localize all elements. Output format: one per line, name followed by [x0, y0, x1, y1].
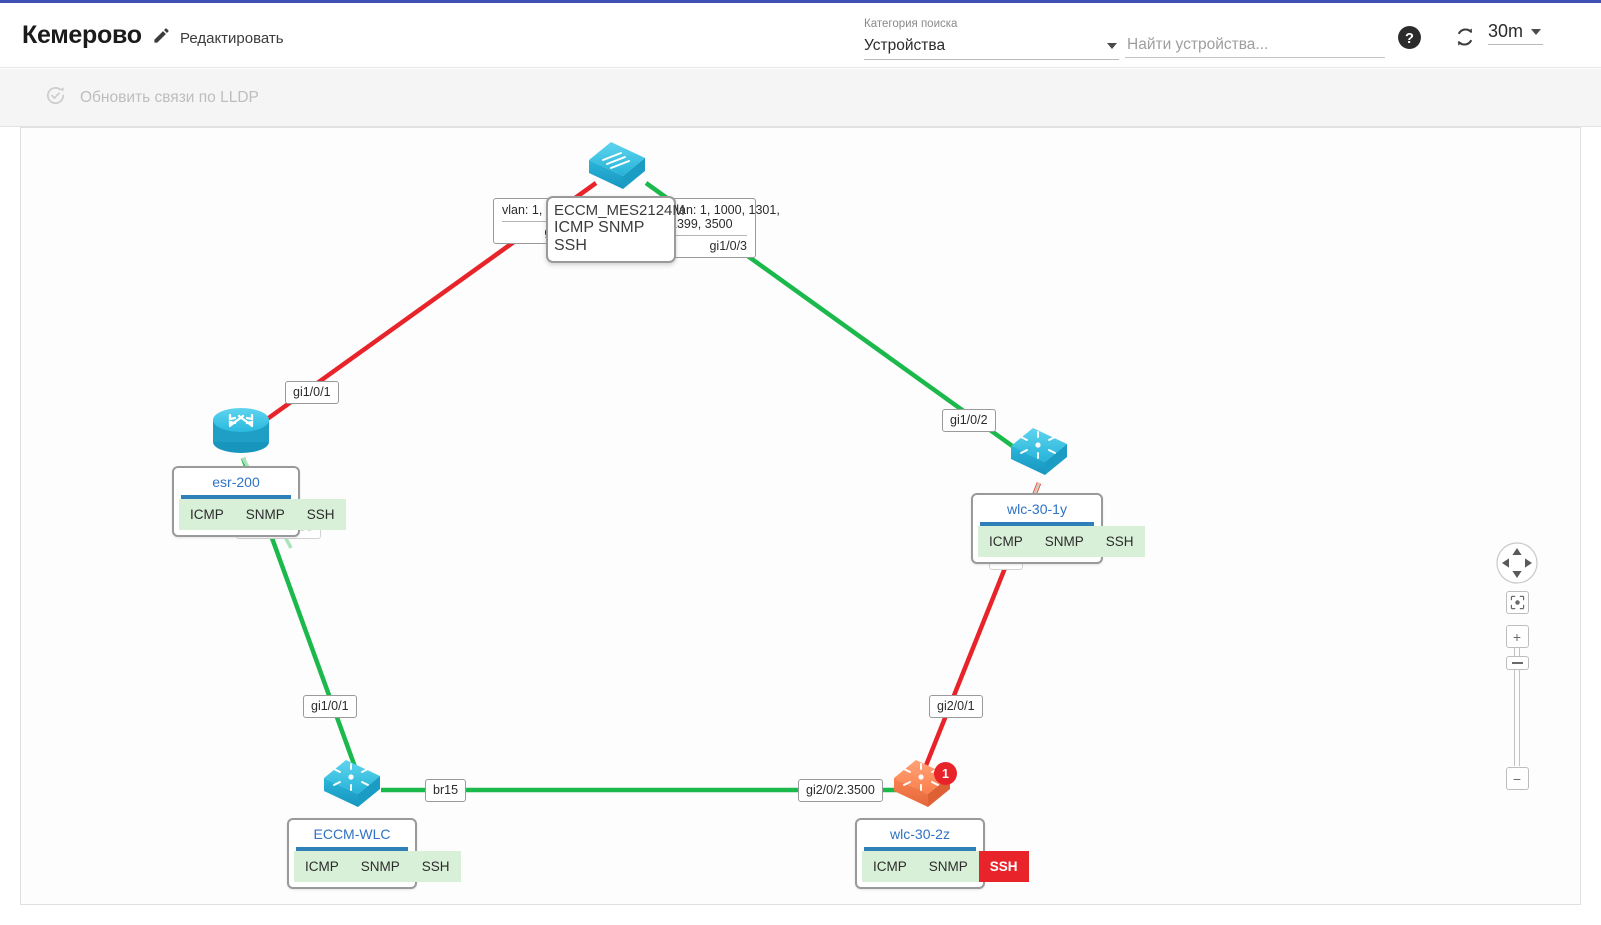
device-status-chips: ICMP SNMP SSH: [294, 851, 461, 882]
chevron-down-icon: [1107, 43, 1117, 49]
lldp-label: Обновить связи по LLDP: [80, 88, 259, 106]
card-divider: [296, 847, 408, 851]
zoom-in-button[interactable]: +: [1505, 625, 1529, 648]
status-chip-ssh[interactable]: SSH: [1094, 526, 1145, 557]
status-chip-icmp[interactable]: ICMP: [862, 851, 918, 882]
node-icon-wlc-30-1y: [1011, 428, 1067, 475]
topology-canvas[interactable]: vlan: 1, 100 gi1/0/1 vlan: 1, 1000, 1301…: [20, 127, 1581, 905]
fit-to-screen-icon[interactable]: [1505, 591, 1529, 614]
refresh-interval-select[interactable]: 30m: [1488, 21, 1544, 45]
help-circle-icon[interactable]: ?: [1397, 25, 1422, 50]
search-field[interactable]: [1125, 33, 1385, 58]
edge-label-wlc1y-uplink[interactable]: gi1/0/2: [942, 409, 996, 432]
zoom-slider-handle[interactable]: [1505, 656, 1529, 670]
device-name: wlc-30-1y: [1007, 501, 1067, 517]
device-card-eccm-mes2124m[interactable]: ECCM_MES2124M ICMP SNMP SSH: [546, 196, 685, 263]
device-status-chips: ICMP SNMP SSH: [179, 499, 346, 530]
device-name: ECCM_MES2124M: [554, 202, 685, 219]
status-chip-icmp[interactable]: ICMP: [978, 526, 1034, 557]
vlan-list-line2: 1399, 3500: [670, 217, 733, 231]
pan-right-arrow: [1525, 558, 1532, 568]
card-divider: [864, 847, 976, 851]
status-badge[interactable]: 1: [934, 762, 957, 785]
status-chip-icmp[interactable]: ICMP: [179, 499, 235, 530]
status-chip-snmp[interactable]: SNMP: [234, 499, 296, 530]
search-category-value: Устройства: [864, 37, 946, 54]
edge-label-esr-uplink[interactable]: gi1/0/1: [285, 381, 339, 404]
node-icon-eccm-wlc: [324, 760, 380, 807]
label-divider: [670, 235, 747, 236]
edge-label-wlc2z-uplink[interactable]: gi2/0/1: [929, 695, 983, 718]
device-name: wlc-30-2z: [890, 826, 950, 842]
port-name: gi1/0/3: [709, 239, 747, 253]
status-chip-ssh[interactable]: SSH: [978, 851, 1029, 882]
refresh-lldp-links-button[interactable]: Обновить связи по LLDP: [44, 84, 259, 112]
pan-down-arrow: [1512, 571, 1522, 578]
refresh-check-icon: [44, 84, 67, 112]
device-status-chips: ICMP SNMP SSH: [554, 219, 668, 255]
status-chip-snmp[interactable]: SNMP: [598, 219, 645, 236]
node-icon-eccm-mes2124m: [589, 142, 645, 189]
vlan-list-line1: vlan: 1, 1000, 1301,: [670, 203, 780, 217]
edge-label-eccmwlc-br15[interactable]: br15: [425, 779, 467, 802]
search-category-caption: Категория поиска: [864, 18, 958, 30]
zoom-out-button[interactable]: −: [1505, 767, 1529, 790]
pencil-icon: [152, 26, 171, 50]
device-status-chips: ICMP SNMP SSH: [978, 526, 1145, 557]
top-accent-bar: [0, 0, 1601, 3]
search-input[interactable]: [1125, 33, 1385, 56]
app-header: Кемерово Редактировать Категория поиска …: [0, 3, 1601, 68]
status-chip-snmp[interactable]: SNMP: [917, 851, 979, 882]
pan-left-arrow: [1502, 558, 1509, 568]
device-card-esr-200[interactable]: esr-200 ICMP SNMP SSH: [172, 466, 346, 537]
pan-compass-icon[interactable]: [1496, 542, 1538, 584]
card-divider: [980, 522, 1094, 526]
lldp-toolbar: Обновить связи по LLDP: [0, 69, 1601, 127]
zoom-slider[interactable]: [1505, 648, 1529, 766]
refresh-interval-value: 30m: [1488, 21, 1524, 41]
node-icon-esr-200: [213, 408, 269, 453]
svg-text:?: ?: [1405, 31, 1414, 47]
zoom-slider-track: [1514, 648, 1520, 766]
status-chip-ssh[interactable]: SSH: [410, 851, 461, 882]
status-chip-snmp[interactable]: SNMP: [1033, 526, 1095, 557]
pan-up-arrow: [1512, 548, 1522, 555]
device-card-wlc-30-2z[interactable]: wlc-30-2z ICMP SNMP SSH: [855, 818, 1029, 889]
search-category-field[interactable]: Устройства: [864, 34, 1119, 60]
status-chip-ssh[interactable]: SSH: [554, 237, 587, 254]
device-name: esr-200: [212, 474, 260, 490]
device-name: ECCM-WLC: [313, 826, 391, 842]
status-chip-icmp[interactable]: ICMP: [294, 851, 350, 882]
device-status-chips: ICMP SNMP SSH: [862, 851, 1029, 882]
page-title: Кемерово: [22, 21, 142, 49]
status-chip-icmp[interactable]: ICMP: [554, 219, 594, 236]
edge-label-wlc2z-subinterface[interactable]: gi2/0/2.3500: [798, 779, 883, 802]
edit-button[interactable]: Редактировать: [152, 25, 284, 51]
edit-label: Редактировать: [180, 29, 284, 47]
label-divider: [502, 221, 582, 222]
chevron-down-icon: [1531, 28, 1542, 35]
refresh-icon[interactable]: [1452, 24, 1478, 50]
card-divider: [181, 495, 291, 499]
search-category-select[interactable]: Категория поиска Устройства: [864, 17, 1119, 60]
edge-label-esr-downlink[interactable]: gi1/0/1: [303, 695, 357, 718]
device-card-eccm-wlc[interactable]: ECCM-WLC ICMP SNMP SSH: [287, 818, 461, 889]
status-chip-ssh[interactable]: SSH: [295, 499, 346, 530]
map-navigation-controls: + −: [1495, 542, 1539, 790]
device-card-wlc-30-1y[interactable]: wlc-30-1y ICMP SNMP SSH: [971, 493, 1145, 564]
status-chip-snmp[interactable]: SNMP: [349, 851, 411, 882]
